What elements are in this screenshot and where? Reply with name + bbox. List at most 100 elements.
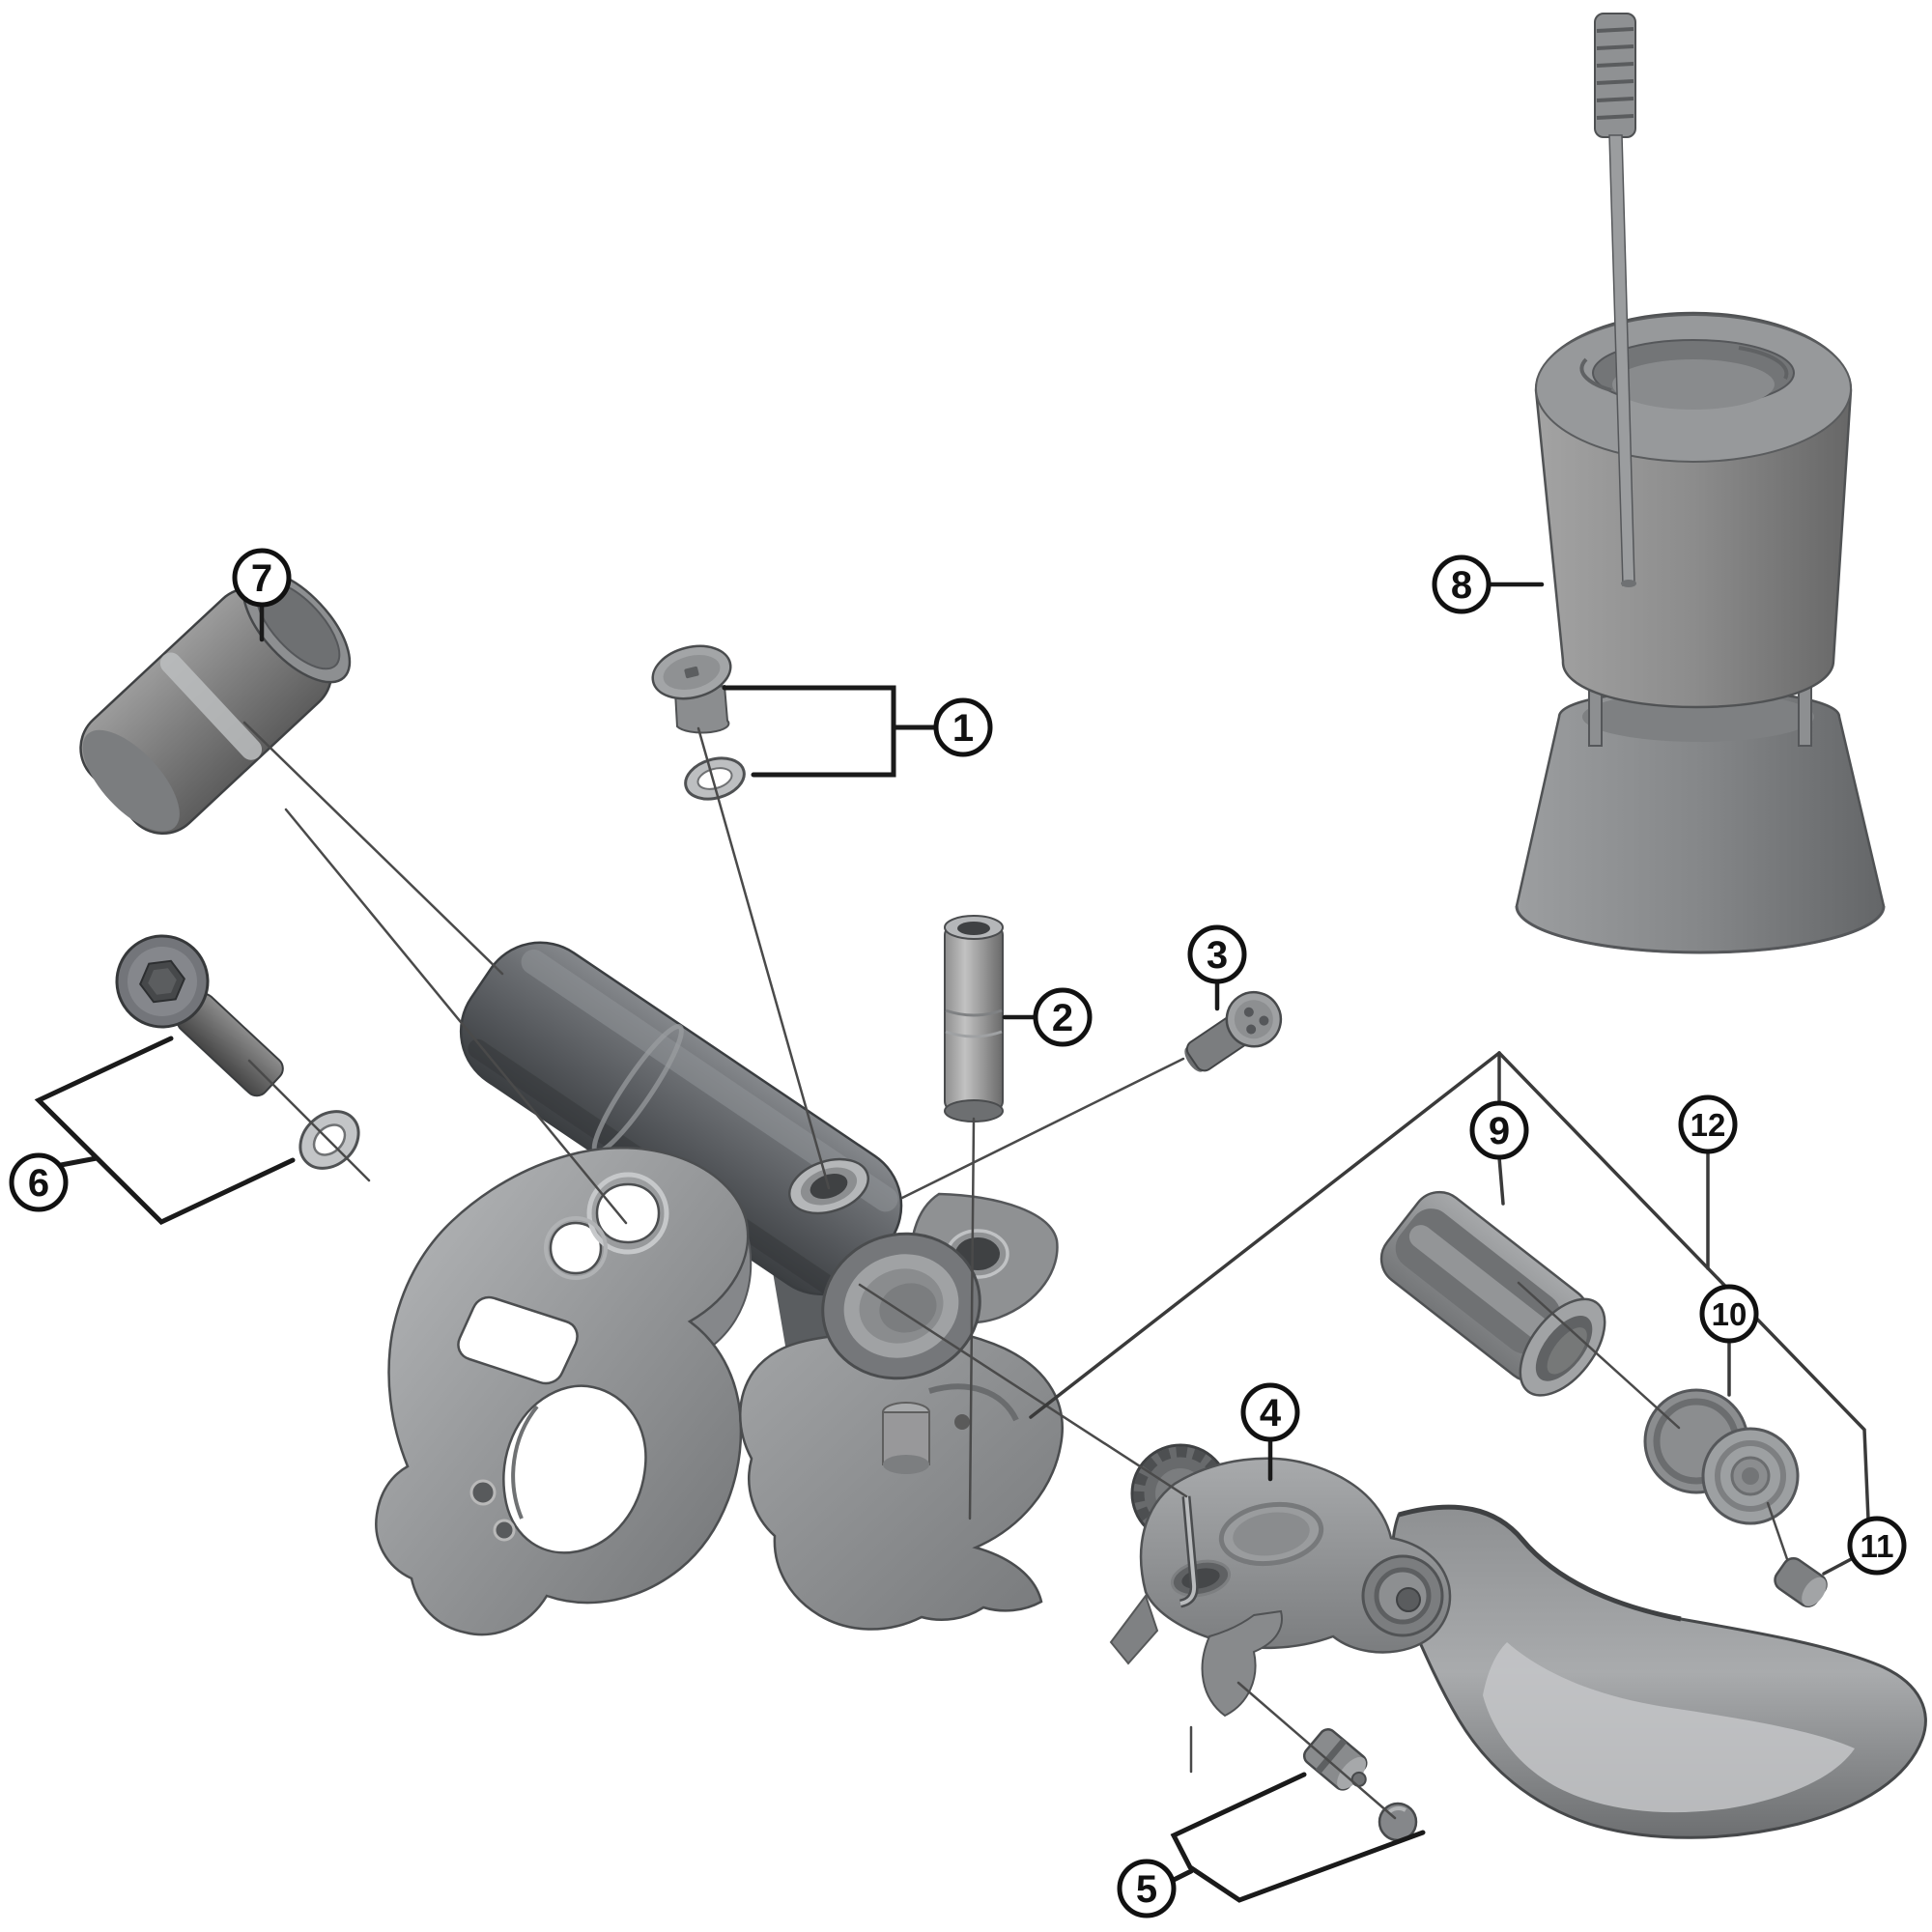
lever-blade-top-edge [1398,1504,1682,1622]
screw-head-face [1234,1000,1273,1039]
lever-hook [1201,1609,1283,1718]
cover-ring-groove [159,652,263,760]
funnel-inner-crescent-left [1579,357,1612,392]
callout-7-number: 7 [251,557,272,600]
callout-2-number: 2 [1052,997,1073,1039]
callout-12-circle [1678,1094,1738,1154]
callout-7-circle [232,548,292,608]
arm-hole-ring-upper [586,1172,669,1255]
callout-5-circle [1117,1859,1177,1918]
axis-line-3-to-body [900,1057,1185,1200]
part-5-contact-set [1302,1728,1418,1842]
callout-8-number: 8 [1451,564,1472,607]
plunger-thread-ridges [1596,27,1634,120]
handlebar-clamp-arm [375,1147,750,1636]
callout-2-circle [1033,987,1093,1047]
lever-blade-face [1483,1642,1855,1813]
callout-9-number: 9 [1489,1110,1510,1152]
axis-line-1-to-bleed-port [696,726,831,1190]
dial-front-ring [1715,1440,1786,1512]
leader-lines [34,582,1870,1903]
part-6-clamp-bolt [115,934,360,1170]
callout-12: 12 [1678,1094,1738,1154]
callout-8-circle [1432,554,1492,614]
callout-3-circle [1187,924,1247,984]
plug-face [1802,1577,1827,1606]
funnel-interior-floor [1612,359,1775,410]
callout-7: 7 [232,548,292,608]
pin-top-crater [957,922,990,935]
bracket-6 [34,1036,296,1226]
axis-line-7-to-barrel [242,721,504,976]
axis-line-pushrod [858,1283,1188,1498]
part-2-connector-insert [944,915,1004,1122]
bore-deep [879,1283,937,1333]
hex-socket-floor [148,968,177,995]
callout-3-number: 3 [1207,934,1228,977]
part-11-end-plug [1774,1556,1828,1608]
part-4-lever-unit [1109,1443,1927,1839]
bleed-screw-recess [684,666,699,679]
bracket-hook-arc [928,1383,1019,1422]
axis-line-9-to-dial [1517,1281,1681,1430]
callout-11: 11 [1847,1516,1907,1576]
pin-band-1 [945,1009,1003,1017]
callout-10-number: 10 [1712,1296,1747,1332]
pushrod-spring-bottom [883,1455,929,1474]
part-7-rubber-cover [79,569,352,836]
part-10-adjuster-dial [1643,1388,1800,1525]
contact-cylinder-groove [1315,1738,1348,1775]
cylinder-bore [821,1232,981,1380]
screw-recess-dot-3 [1259,1015,1269,1026]
funnel-skirt-bottom-edge [1515,905,1886,954]
callout-9-circle [1469,1100,1529,1160]
axis-line-6-bolt [247,1059,371,1182]
callout-4: 4 [1240,1382,1300,1442]
screw-recess-dot-1 [1243,1007,1254,1017]
leader-5 [1169,1868,1194,1884]
arm-hole-ring-lower [544,1216,608,1280]
axis-line-5 [1236,1681,1397,1820]
leader-9-down [1497,1155,1505,1206]
bracket-12-span [1497,1051,1870,1521]
callout-10: 10 [1699,1284,1759,1344]
bracket-12-to-lever [1029,1051,1501,1419]
callout-11-circle [1847,1516,1907,1576]
hex-key-indicator-highlight [1179,1495,1197,1605]
callout-6-circle [9,1152,69,1212]
axis-line-dial-to-plug [1766,1501,1789,1561]
leader-6 [58,1155,99,1168]
pin-band-2 [945,1030,1003,1038]
callout-8: 8 [1432,554,1492,614]
callout-4-number: 4 [1260,1392,1282,1435]
callout-5-number: 5 [1136,1868,1157,1911]
callout-1-number: 1 [952,707,974,750]
screw-recess-dot-2 [1246,1024,1257,1035]
pin-body [944,924,1004,1112]
axis-line-2-to-flange [968,1117,976,1520]
callout-6: 6 [9,1152,69,1212]
part-3-fixing-screw [1184,990,1283,1072]
master-cylinder-body [375,941,1064,1636]
callout-6-number: 6 [28,1162,49,1205]
dial-center [1742,1467,1759,1485]
callout-1: 1 [933,697,993,757]
callout-2: 2 [1033,987,1093,1047]
bracket-1 [722,685,896,778]
funnel-inner-crescent-right [1738,346,1789,380]
part-9-bushing-sleeve [1379,1190,1606,1397]
callout-1-circle [933,697,993,757]
axis-line-7-to-arm-hole [284,808,628,1225]
part-1-bleed-screw [651,644,746,801]
contact-cylinder-face [1337,1756,1367,1790]
sleeve-flange-inner [1547,1327,1587,1375]
callout-12-number: 12 [1690,1107,1726,1143]
cam-axle [1396,1587,1421,1612]
plunger-stem-tip [1621,580,1636,587]
clamp-band-inner-arc [511,1405,539,1520]
cover-closed-end [82,729,180,832]
part-8-bleed-funnel [1515,13,1886,954]
part-1-o-ring [684,756,746,801]
